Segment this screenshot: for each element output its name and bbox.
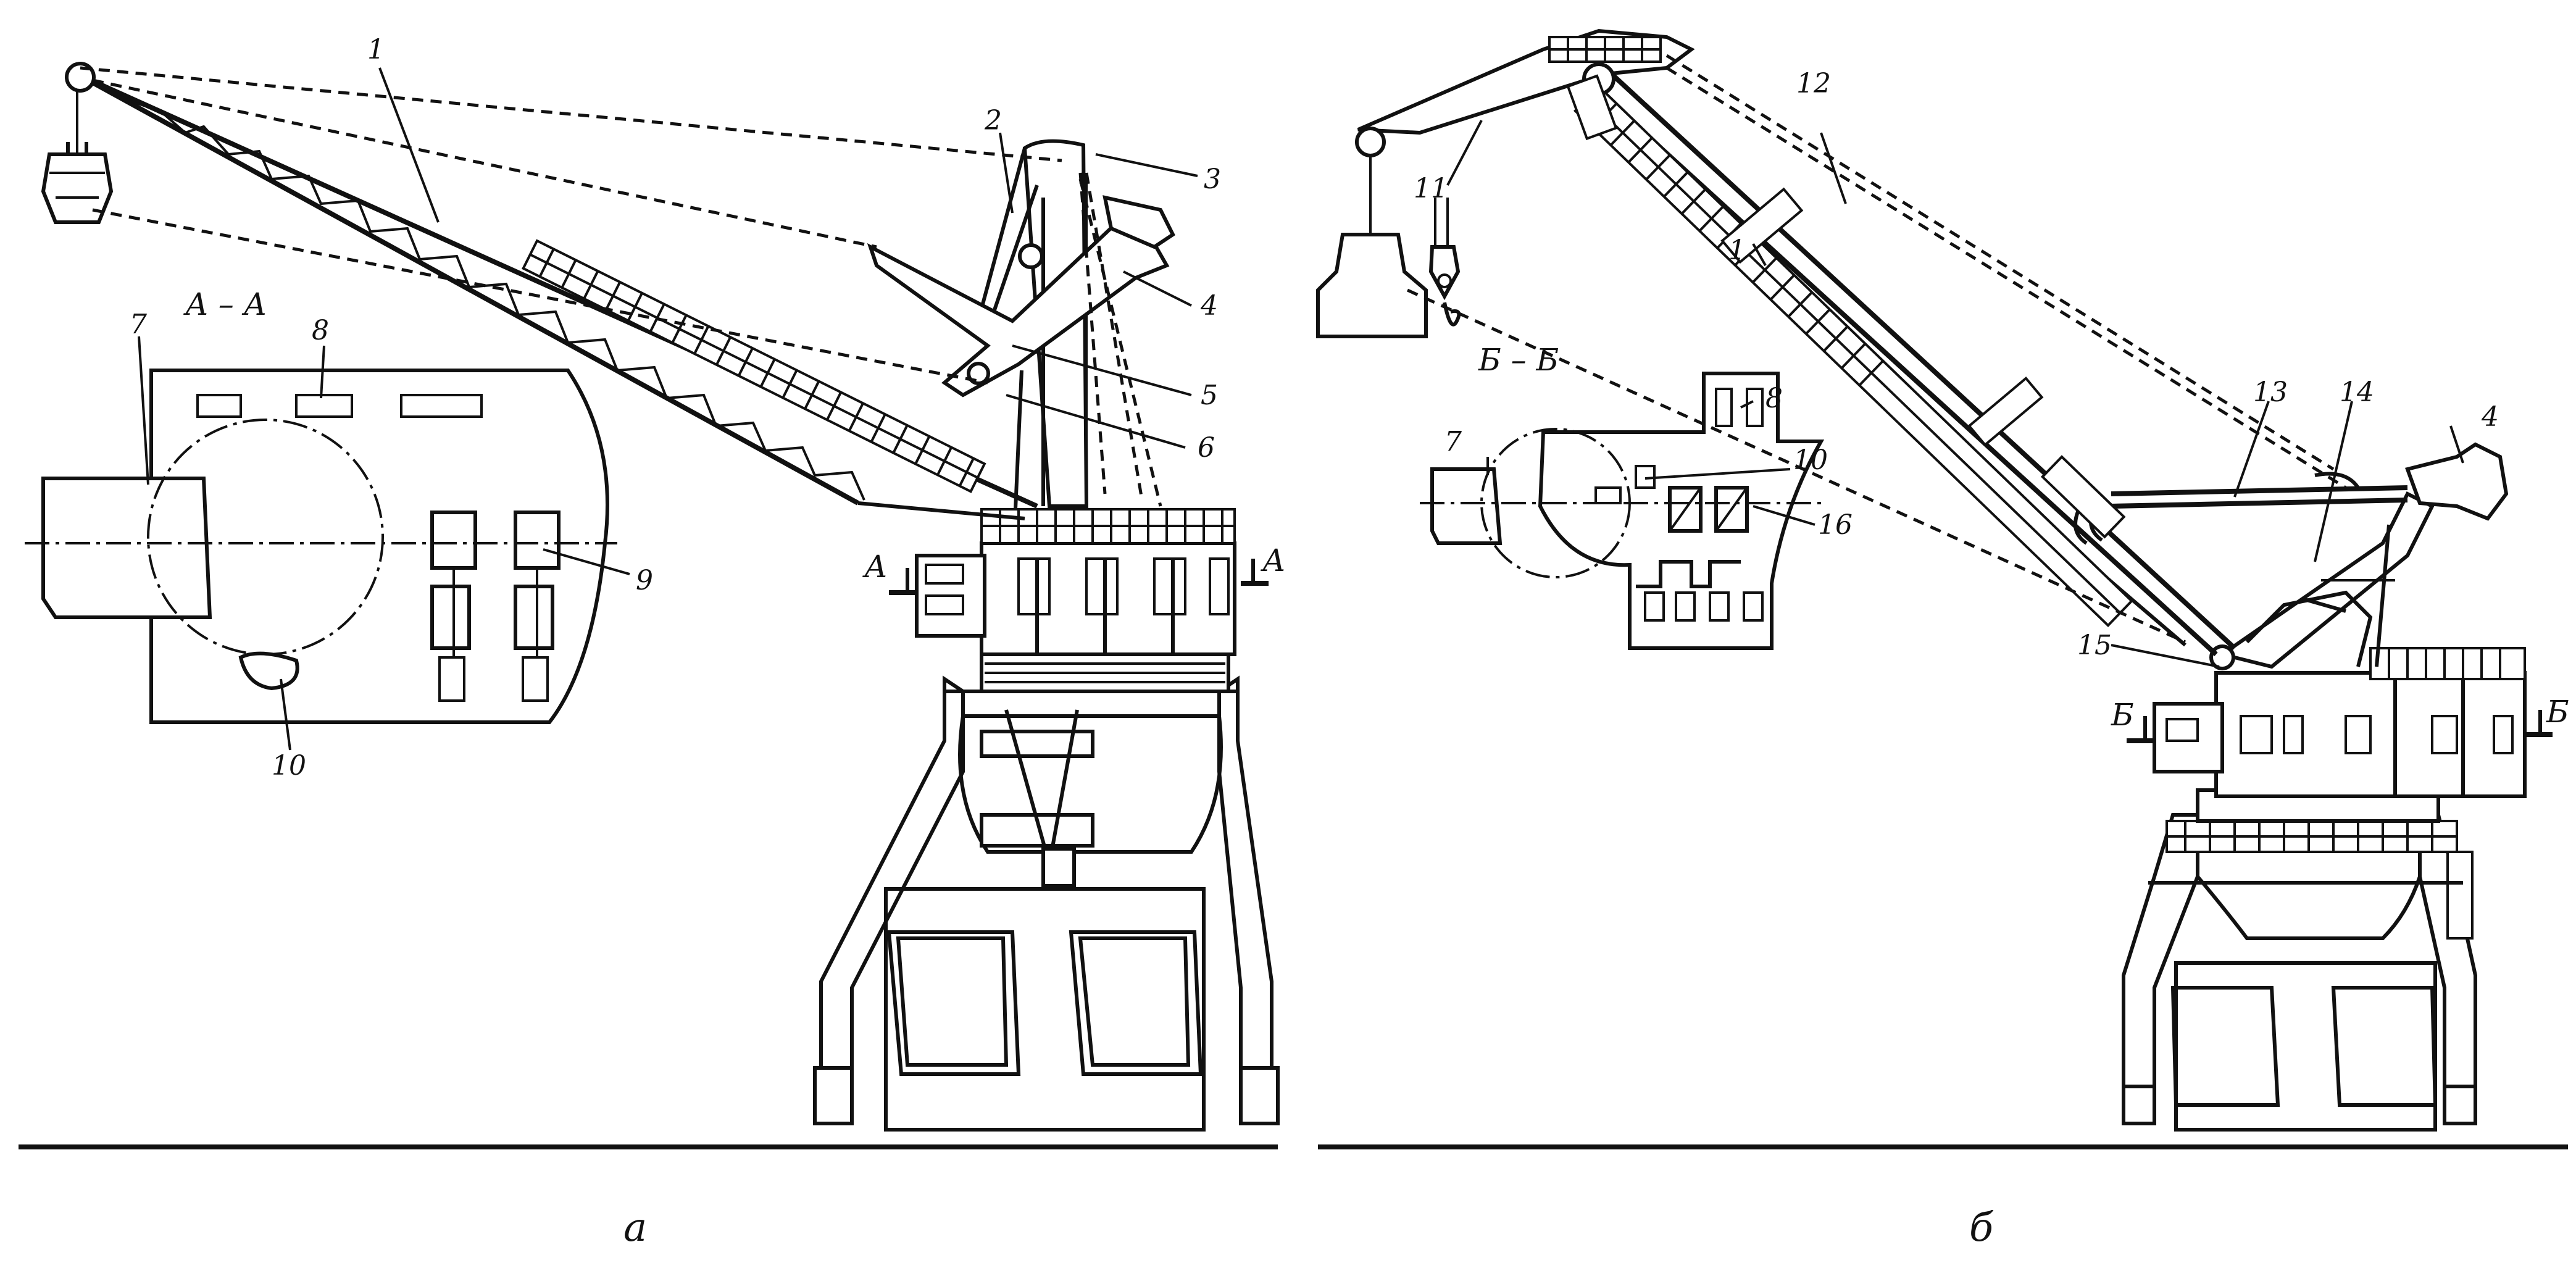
label-14-b: 14 <box>2340 377 2374 408</box>
label-11-b: 11 <box>1414 173 1448 204</box>
grab-bucket-a <box>41 90 114 224</box>
labels-left: 1 2 3 4 5 6 7 8 9 10 А – А А А а <box>130 34 1286 1251</box>
boom-a <box>65 62 1038 520</box>
caption-a: а <box>623 1205 647 1251</box>
label-7-b: 7 <box>1444 426 1462 457</box>
crane-b <box>1316 28 2553 1132</box>
label-3-a: 3 <box>1204 164 1221 195</box>
aframe-b <box>2209 491 2435 670</box>
leader-lines <box>138 67 2464 751</box>
label-6-a: 6 <box>1198 432 1215 464</box>
label-10-a: 10 <box>272 750 306 782</box>
section-arrow-a-left: А <box>862 549 888 585</box>
section-title-a: А – А <box>183 286 267 322</box>
label-9-a: 9 <box>636 565 653 596</box>
ropes-b <box>1406 54 2347 644</box>
label-1-b: 1 <box>1728 235 1746 266</box>
label-7-a: 7 <box>130 309 147 340</box>
section-arrow-b-right: Б <box>2546 694 2569 730</box>
label-2-a: 2 <box>984 105 1002 136</box>
machinery-house-a <box>889 508 1269 656</box>
portal-a <box>813 675 1280 1132</box>
label-15-b: 15 <box>2077 630 2112 661</box>
balance-lever-a <box>867 195 1175 398</box>
section-a-plan <box>25 369 617 724</box>
jib-head-b <box>1355 28 1695 157</box>
boom-b <box>1573 66 2236 656</box>
label-4-b: 4 <box>2481 401 2499 433</box>
label-8-b: 8 <box>1765 383 1783 414</box>
section-title-b: Б – Б <box>1478 342 1559 378</box>
label-4-a: 4 <box>1200 290 1218 322</box>
label-10-b: 10 <box>1793 444 1828 476</box>
label-5-a: 5 <box>1201 380 1218 411</box>
counterweight-b <box>2111 442 2509 581</box>
label-8-a: 8 <box>312 315 329 346</box>
portal-b <box>2122 813 2477 1132</box>
section-b-plan <box>1420 372 1827 650</box>
label-12-b: 12 <box>1796 68 1831 99</box>
section-arrow-b-left: Б <box>2111 697 2134 733</box>
label-16-b: 16 <box>1818 509 1853 541</box>
labels-right: 1 4 7 8 10 11 12 13 14 15 16 Б – Б Б Б б <box>1414 68 2569 1251</box>
load-and-hook-b <box>1316 154 1461 338</box>
turntable-a <box>980 652 1230 693</box>
caption-b: б <box>1969 1205 1994 1251</box>
ropes-a <box>80 66 1162 507</box>
machinery-house-b <box>2127 647 2553 823</box>
label-13-b: 13 <box>2253 377 2288 408</box>
label-1-a: 1 <box>367 34 385 65</box>
section-arrow-a-right: А <box>1261 543 1286 578</box>
crane-a <box>25 62 1280 1132</box>
